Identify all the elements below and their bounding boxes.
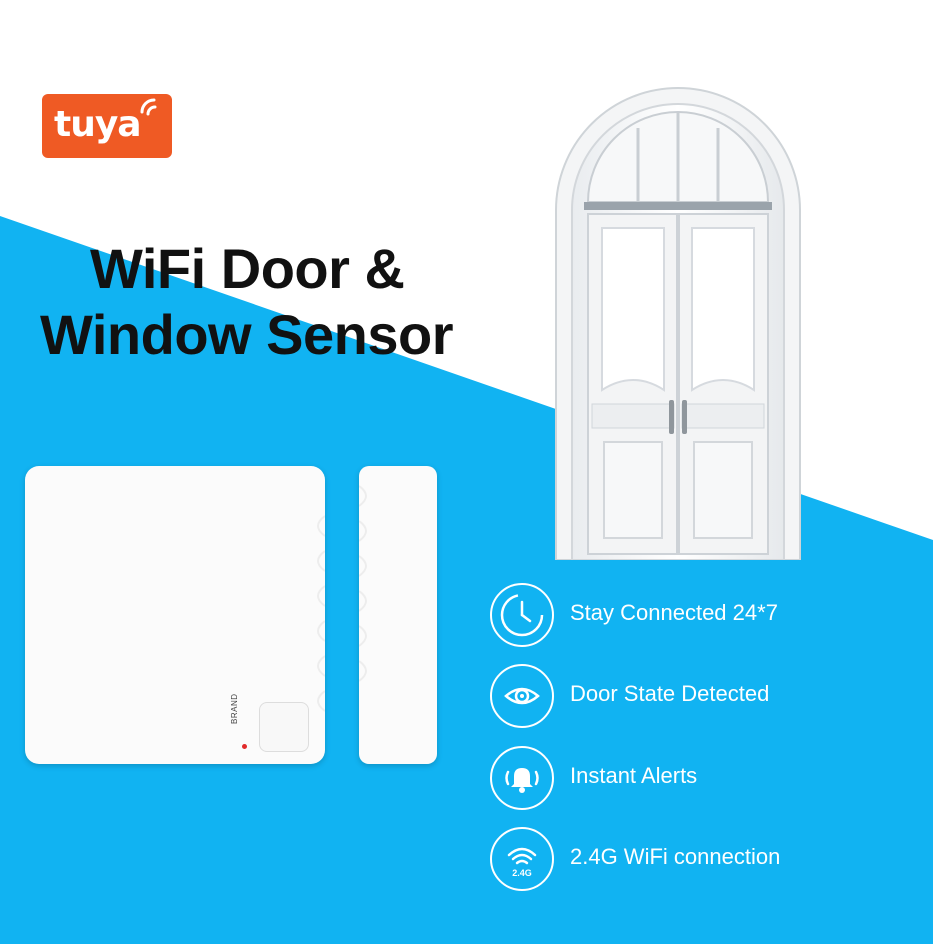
headline: WiFi Door & Window Sensor — [40, 236, 560, 368]
feature-wifi: 2.4G 2.4G WiFi connection — [490, 827, 870, 891]
eye-icon — [490, 664, 554, 728]
sensor-button — [259, 702, 309, 752]
headline-line-2: Window Sensor — [40, 303, 454, 366]
sensor-magnet — [359, 466, 437, 764]
logo-text: tuya — [54, 104, 142, 145]
feature-instant-alerts: Instant Alerts — [490, 746, 870, 810]
status-led — [242, 744, 247, 749]
sensor-main-unit: BRAND — [25, 466, 325, 764]
sensor-ridges — [317, 515, 325, 712]
magnet-ridges — [359, 485, 367, 682]
feature-stay-connected: Stay Connected 24*7 — [490, 583, 870, 647]
bell-icon — [490, 746, 554, 810]
wifi-icon: 2.4G — [490, 827, 554, 891]
feature-label: Door State Detected — [570, 681, 770, 706]
wifi-band-text: 2.4G — [512, 868, 532, 878]
clock-icon — [490, 583, 554, 647]
feature-label: Instant Alerts — [570, 763, 698, 788]
door-illustration — [555, 87, 801, 560]
headline-line-1: WiFi Door & — [90, 237, 405, 300]
logo-wifi-icon — [140, 98, 157, 116]
feature-label: Stay Connected 24*7 — [570, 600, 778, 625]
feature-label: 2.4G WiFi connection — [570, 844, 781, 869]
tuya-logo: tuya — [42, 94, 172, 158]
sensor-brand-label: BRAND — [230, 693, 239, 724]
feature-door-state: Door State Detected — [490, 664, 870, 728]
